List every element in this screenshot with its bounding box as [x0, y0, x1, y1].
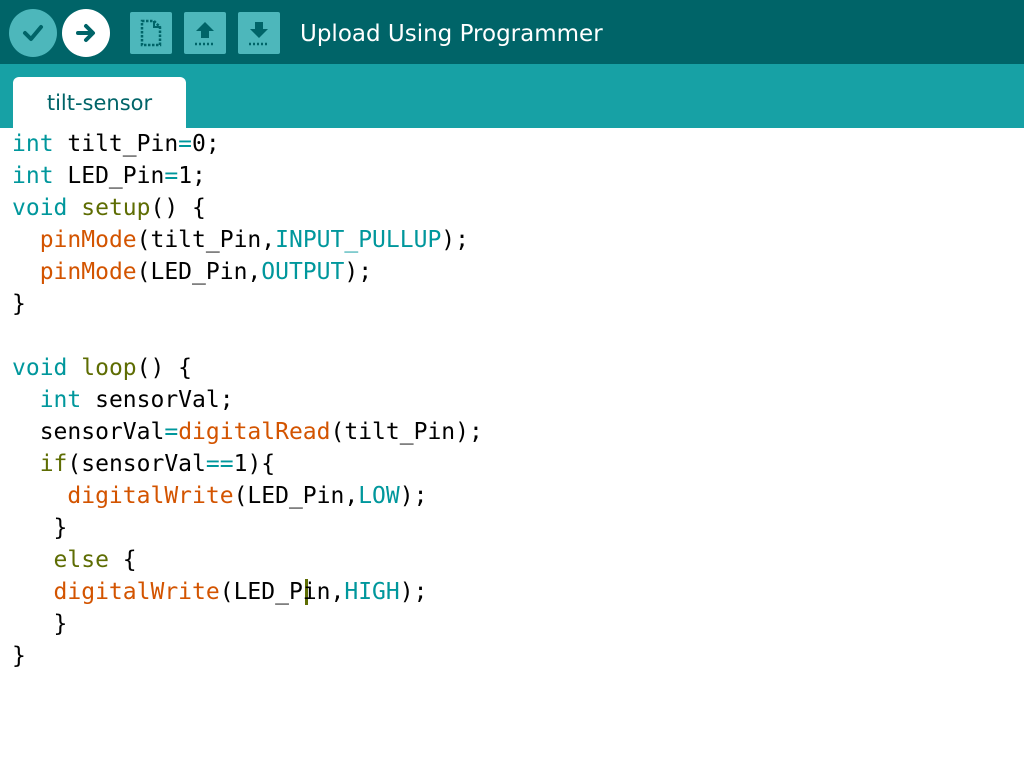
- code-token: pinMode: [39, 259, 137, 285]
- code-token: void: [12, 195, 68, 221]
- code-line: digitalWrite(LED_Pin,HIGH);: [12, 576, 428, 608]
- code-token: );: [441, 227, 469, 253]
- code-token: }: [12, 515, 68, 541]
- code-token: digitalWrite: [53, 579, 220, 605]
- code-token: sensorVal: [12, 419, 165, 445]
- code-line: int sensorVal;: [12, 384, 234, 416]
- code-token: 1;: [178, 163, 206, 189]
- code-token: 0;: [192, 131, 220, 157]
- code-token: LOW: [358, 483, 400, 509]
- code-token: [12, 387, 40, 413]
- code-token: HIGH: [344, 579, 400, 605]
- new-button[interactable]: [130, 12, 172, 54]
- code-line: void loop() {: [12, 352, 192, 384]
- code-line: }: [12, 640, 26, 672]
- code-token: INPUT_PULLUP: [275, 227, 442, 253]
- toolbar: Upload Using Programmer: [0, 0, 1024, 64]
- code-token: if: [39, 451, 68, 477]
- code-token: }: [12, 291, 26, 317]
- code-line: void setup() {: [12, 192, 206, 224]
- code-token: else: [53, 547, 109, 573]
- code-token: [67, 355, 81, 381]
- code-token: {: [108, 547, 137, 573]
- code-token: tilt_Pin: [53, 131, 179, 157]
- code-line: pinMode(LED_Pin,OUTPUT);: [12, 256, 372, 288]
- code-token: int: [39, 387, 82, 413]
- code-token: (tilt_Pin,: [136, 227, 276, 253]
- code-token: pinMode: [39, 227, 137, 253]
- code-token: int: [12, 131, 54, 157]
- code-token: digitalWrite: [67, 483, 234, 509]
- code-line: sensorVal=digitalRead(tilt_Pin);: [12, 416, 483, 448]
- code-token: [12, 451, 40, 477]
- open-button[interactable]: [184, 12, 226, 54]
- code-token: () {: [150, 195, 206, 221]
- code-token: 1){: [233, 451, 276, 477]
- code-token: (sensorVal: [67, 451, 206, 477]
- code-line: pinMode(tilt_Pin,INPUT_PULLUP);: [12, 224, 469, 256]
- code-token: [12, 227, 40, 253]
- code-line: digitalWrite(LED_Pin,LOW);: [12, 480, 427, 512]
- code-line: if(sensorVal==1){: [12, 448, 275, 480]
- code-token: [12, 483, 67, 509]
- code-token: void: [12, 355, 68, 381]
- code-token: [12, 579, 54, 605]
- code-token: setup: [81, 195, 151, 221]
- code-token: (LED_Pin,: [219, 579, 345, 605]
- code-token: =: [164, 419, 179, 445]
- tab-bar: tilt-sensor: [0, 64, 1024, 128]
- code-editor[interactable]: int tilt_Pin=0;int LED_Pin=1;void setup(…: [0, 128, 1024, 768]
- code-token: sensorVal;: [81, 387, 234, 413]
- code-line: }: [12, 288, 26, 320]
- code-line: }: [12, 512, 68, 544]
- text-caret: [305, 579, 308, 605]
- code-token: (tilt_Pin);: [330, 419, 483, 445]
- code-token: }: [12, 611, 68, 637]
- toolbar-status-title: Upload Using Programmer: [300, 21, 603, 47]
- arrow-right-icon: [76, 24, 95, 42]
- code-token: );: [399, 483, 428, 509]
- code-token: ==: [205, 451, 234, 477]
- code-token: digitalRead: [178, 419, 331, 445]
- code-token: () {: [136, 355, 193, 381]
- new-document-icon: [140, 19, 162, 47]
- check-icon: [23, 25, 43, 41]
- verify-button[interactable]: [9, 9, 57, 57]
- code-token: [12, 259, 40, 285]
- code-token: [12, 547, 54, 573]
- code-token: );: [399, 579, 428, 605]
- code-token: =: [178, 131, 193, 157]
- upload-button[interactable]: [62, 9, 110, 57]
- code-line: int LED_Pin=1;: [12, 160, 206, 192]
- code-token: LED_Pin: [53, 163, 165, 189]
- code-line: int tilt_Pin=0;: [12, 128, 220, 160]
- code-line: }: [12, 608, 68, 640]
- code-token: OUTPUT: [261, 259, 345, 285]
- tab-label: tilt-sensor: [46, 90, 153, 115]
- code-token: =: [164, 163, 179, 189]
- code-token: }: [12, 643, 26, 669]
- open-arrow-up-icon: [195, 22, 215, 46]
- save-arrow-down-icon: [249, 22, 269, 46]
- code-token: );: [344, 259, 373, 285]
- code-token: [67, 195, 81, 221]
- code-token: (LED_Pin,: [136, 259, 262, 285]
- code-line: else {: [12, 544, 137, 576]
- code-token: int: [12, 163, 54, 189]
- code-token: loop: [81, 355, 137, 381]
- code-token: (LED_Pin,: [233, 483, 359, 509]
- save-button[interactable]: [238, 12, 280, 54]
- tab-tilt-sensor[interactable]: tilt-sensor: [13, 77, 186, 128]
